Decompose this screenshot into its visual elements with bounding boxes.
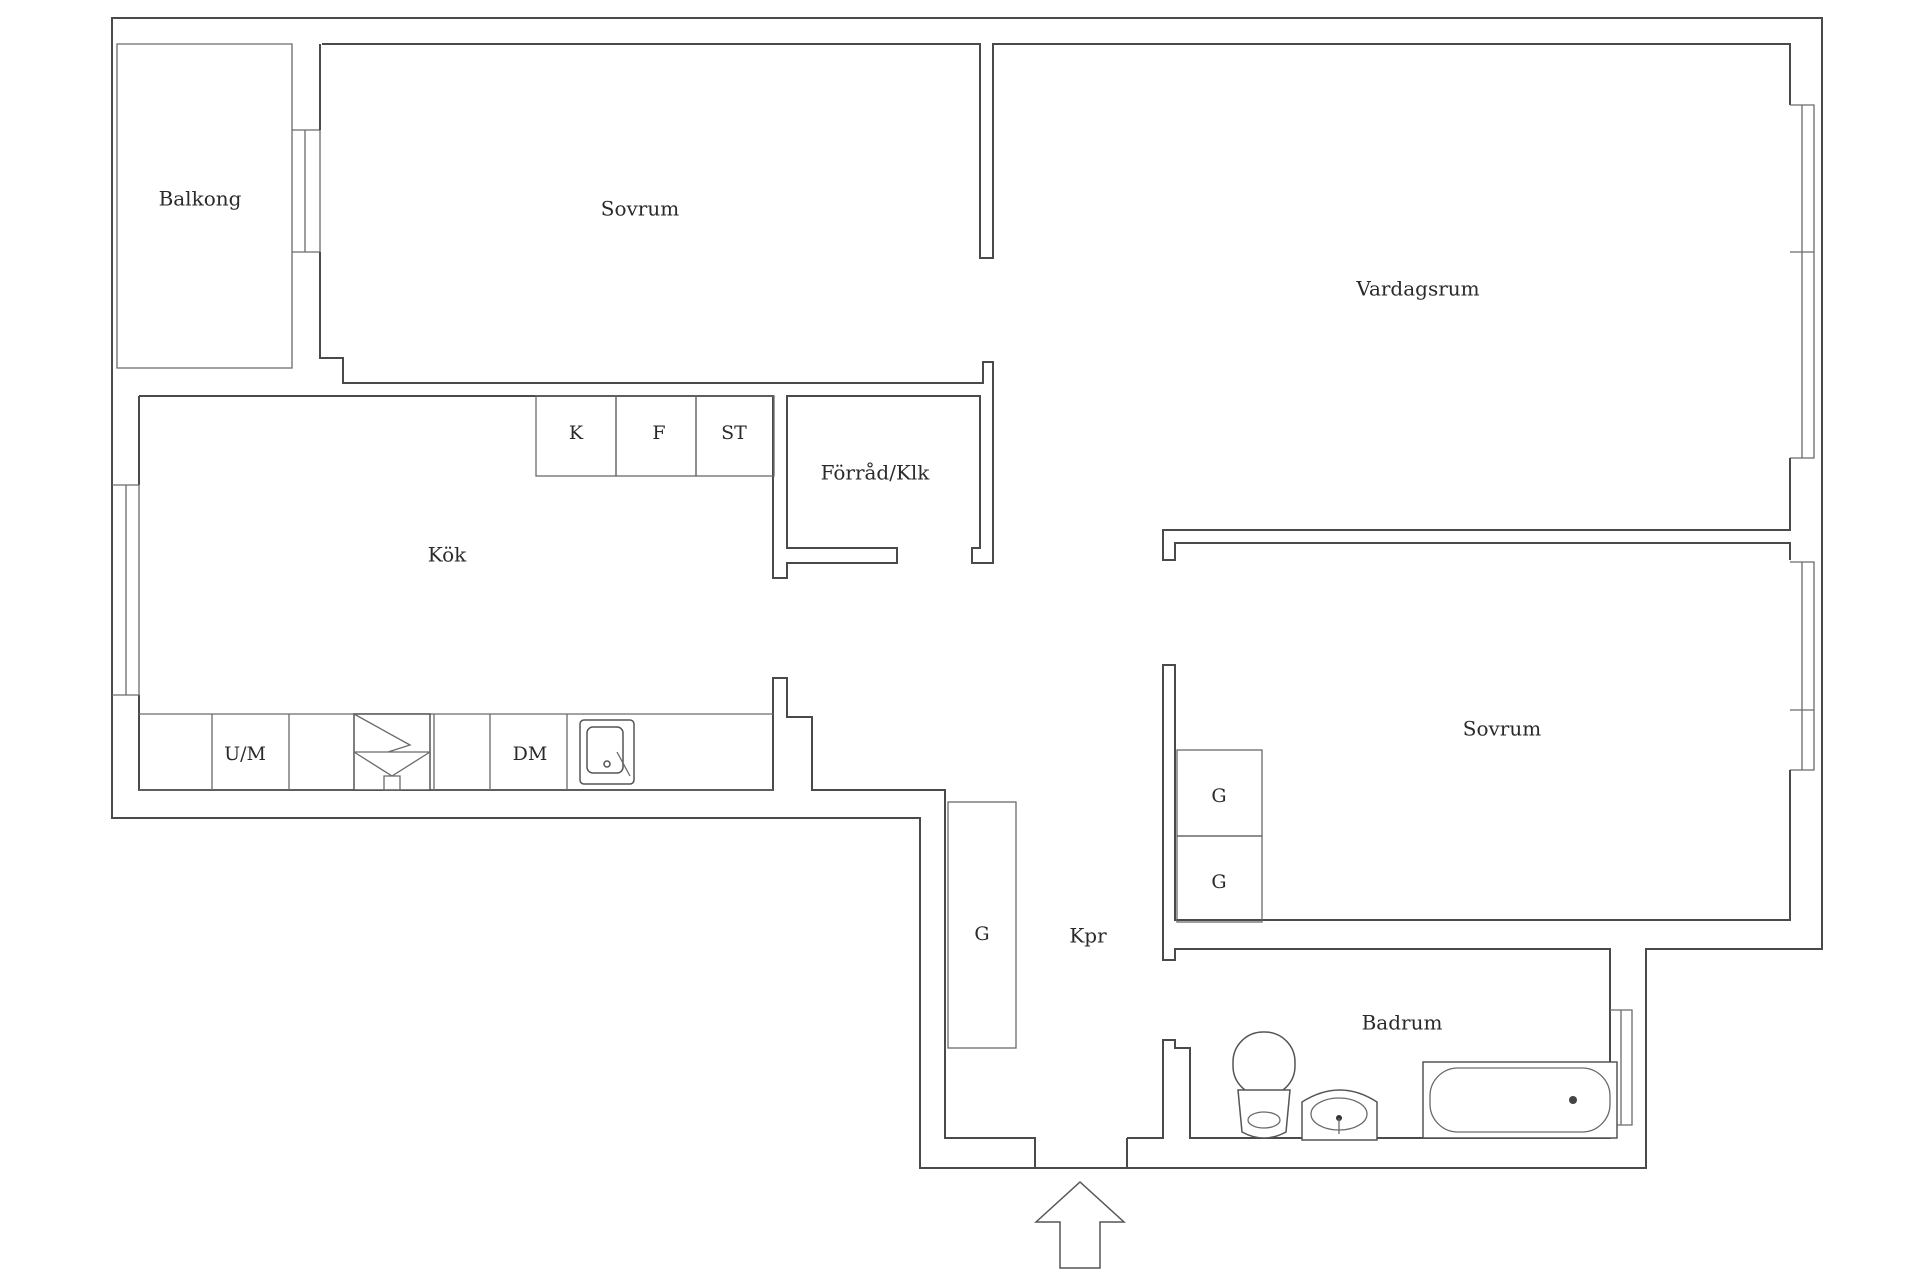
room-label-storage: Förråd/Klk	[821, 461, 931, 485]
room-label-balcony: Balkong	[159, 187, 242, 211]
room-label-living-room: Vardagsrum	[1355, 277, 1479, 301]
bedroom-2-windows	[1790, 561, 1815, 771]
entrance-arrow-icon	[1034, 1180, 1126, 1269]
fixture-label-g-bed-1: G	[1211, 785, 1226, 807]
fixture-label-g-bed-2: G	[1211, 871, 1226, 893]
balcony-door	[292, 129, 321, 253]
bedroom-2-walls	[1162, 664, 1791, 1010]
bathtub-icon	[1422, 1061, 1618, 1139]
room-label-kitchen: Kök	[428, 543, 467, 567]
stove-hood-icon	[353, 713, 431, 791]
wardrobe-hall	[947, 801, 1017, 1049]
room-label-bedroom-1: Sovrum	[601, 197, 679, 221]
kitchen-sink-icon	[579, 719, 635, 785]
wardrobe-bed-2	[1176, 835, 1263, 923]
kitchen-window	[112, 484, 140, 696]
kitchen-counter	[139, 713, 773, 791]
storage-walls	[786, 396, 898, 563]
fixture-label-dm: DM	[513, 743, 548, 765]
room-label-bedroom-2: Sovrum	[1463, 717, 1541, 741]
bathroom-window	[1610, 1009, 1633, 1126]
living-room-walls	[1162, 458, 1791, 561]
fixture-label-f: F	[652, 422, 665, 444]
fixture-label-st: ST	[721, 422, 747, 444]
bedroom-1-walls	[319, 43, 1791, 400]
washbasin-icon	[1301, 1089, 1378, 1141]
counter-st	[695, 395, 775, 477]
living-windows	[1790, 104, 1815, 459]
balcony-outline	[116, 43, 293, 369]
toilet-icon	[1232, 1031, 1296, 1139]
room-label-hall: Kpr	[1069, 924, 1107, 948]
outer-wall	[111, 17, 1823, 1169]
fixture-label-g-hall: G	[974, 923, 989, 945]
fixture-label-um: U/M	[224, 743, 266, 765]
room-label-bathroom: Badrum	[1362, 1011, 1443, 1035]
fixture-label-k: K	[569, 422, 584, 444]
